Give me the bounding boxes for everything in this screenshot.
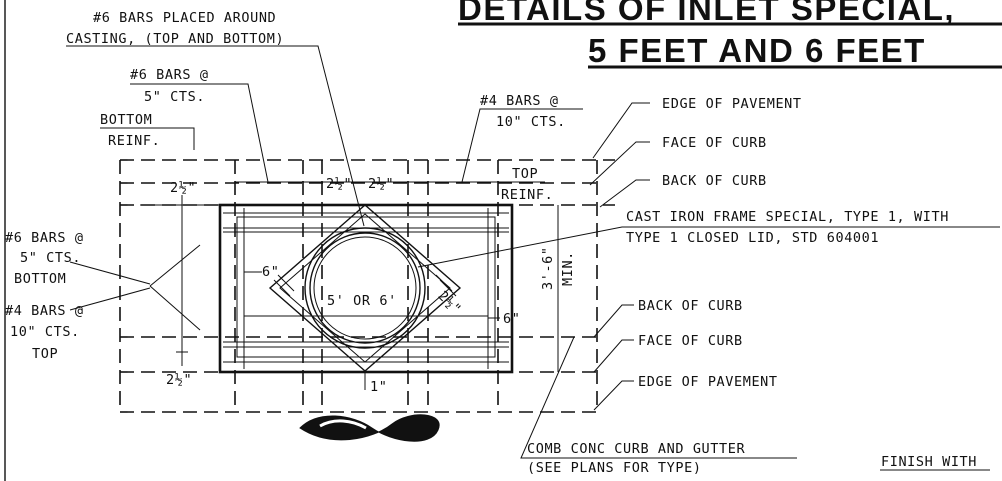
casting-bar-tick-2 bbox=[273, 279, 291, 297]
leader-edge-pavement-top bbox=[592, 102, 650, 159]
leader-left-bars-c bbox=[69, 287, 151, 311]
label-left-bars6-1: #6 BARS @ bbox=[5, 230, 84, 246]
leader-face-curb-bottom bbox=[593, 339, 634, 373]
label-bars6-5cts-2: 5" CTS. bbox=[144, 89, 205, 105]
inlet-box-inner bbox=[236, 216, 496, 358]
label-bars4-10cts-1: #4 BARS @ bbox=[480, 93, 559, 109]
leader-cast-iron bbox=[417, 226, 1000, 268]
label-top-reinf-1: TOP bbox=[512, 166, 538, 182]
dim-two-half-diag: 2½" bbox=[435, 288, 465, 318]
label-face-curb-top: FACE OF CURB bbox=[662, 135, 767, 151]
leader-comb-conc bbox=[520, 336, 797, 459]
label-left-bars4-3: TOP bbox=[32, 346, 58, 362]
label-cast-iron-1: CAST IRON FRAME SPECIAL, TYPE 1, WITH bbox=[626, 209, 949, 225]
leader-back-curb-top bbox=[599, 179, 650, 208]
label-back-curb-bottom: BACK OF CURB bbox=[638, 298, 743, 314]
label-bottom-reinf-1: BOTTOM bbox=[100, 112, 152, 128]
leader-bottom-reinf bbox=[100, 127, 195, 150]
leader-bars6-5cts bbox=[130, 83, 269, 183]
label-left-bars6-3: BOTTOM bbox=[14, 271, 66, 287]
manhole-lid-inner bbox=[309, 232, 421, 344]
casting-frame-diamond bbox=[268, 204, 462, 372]
label-cast-iron-2: TYPE 1 CLOSED LID, STD 604001 bbox=[626, 230, 879, 246]
label-face-curb-bottom: FACE OF CURB bbox=[638, 333, 743, 349]
casting-frame-diamond-inner bbox=[279, 213, 451, 363]
leader-left-bars-b bbox=[149, 285, 201, 331]
label-edge-pavement-bottom: EDGE OF PAVEMENT bbox=[638, 374, 778, 390]
label-bars6-5cts-1: #6 BARS @ bbox=[130, 67, 209, 83]
label-back-curb-top: BACK OF CURB bbox=[662, 173, 767, 189]
leader-left-bars-d bbox=[69, 261, 151, 285]
label-left-bars6-2: 5" CTS. bbox=[20, 250, 81, 266]
leader-left-bars bbox=[149, 244, 201, 287]
label-edge-pavement-top: EDGE OF PAVEMENT bbox=[662, 96, 802, 112]
manhole-lid-outer bbox=[304, 227, 426, 349]
dim-min-depth-1: 3'-6" bbox=[540, 246, 556, 290]
label-finish-with: FINISH WITH bbox=[881, 454, 977, 470]
dim-two-half-mid-b: 2½" bbox=[368, 176, 394, 192]
leader-bars-around-casting bbox=[66, 45, 365, 227]
label-bars4-10cts-2: 10" CTS. bbox=[496, 114, 566, 130]
leader-face-curb-top bbox=[589, 141, 650, 186]
dim-six-right: 6" bbox=[503, 311, 520, 327]
dim-diameter: 5' OR 6' bbox=[327, 293, 397, 309]
label-left-bars4-2: 10" CTS. bbox=[10, 324, 80, 340]
label-bottom-reinf-2: REINF. bbox=[108, 133, 160, 149]
label-comb-conc-2: (SEE PLANS FOR TYPE) bbox=[527, 460, 702, 476]
title-line-2: 5 FEET AND 6 FEET bbox=[588, 32, 926, 69]
leader-edge-pavement-bottom bbox=[593, 380, 634, 411]
dim-two-half-bottom: 2½" bbox=[166, 372, 192, 388]
dim-one-inch: 1" bbox=[370, 379, 387, 395]
label-left-bars4-1: #4 BARS @ bbox=[5, 303, 84, 319]
casting-bar-tick-4 bbox=[439, 279, 457, 297]
label-bars-around-casting-1: #6 BARS PLACED AROUND bbox=[93, 10, 276, 26]
dim-two-half-mid-a: 2½" bbox=[326, 176, 352, 192]
casting-bar-tick-3 bbox=[435, 274, 453, 292]
label-bars-around-casting-2: CASTING, (TOP AND BOTTOM) bbox=[66, 31, 284, 47]
label-top-reinf-2: REINF. bbox=[501, 187, 553, 203]
manhole-lid-core bbox=[313, 236, 417, 340]
casting-bar-tick-1 bbox=[277, 274, 295, 292]
leader-bars4-10cts bbox=[461, 108, 583, 183]
label-comb-conc-1: COMB CONC CURB AND GUTTER bbox=[527, 441, 745, 457]
flow-arrow-highlight bbox=[319, 419, 367, 430]
flow-arrow-symbol bbox=[299, 414, 440, 442]
dim-six-left: 6" bbox=[262, 264, 279, 280]
leader-back-curb-bottom bbox=[593, 304, 634, 338]
dim-two-half-top: 2½" bbox=[170, 180, 196, 196]
dim-min-depth-2: MIN. bbox=[560, 251, 576, 286]
